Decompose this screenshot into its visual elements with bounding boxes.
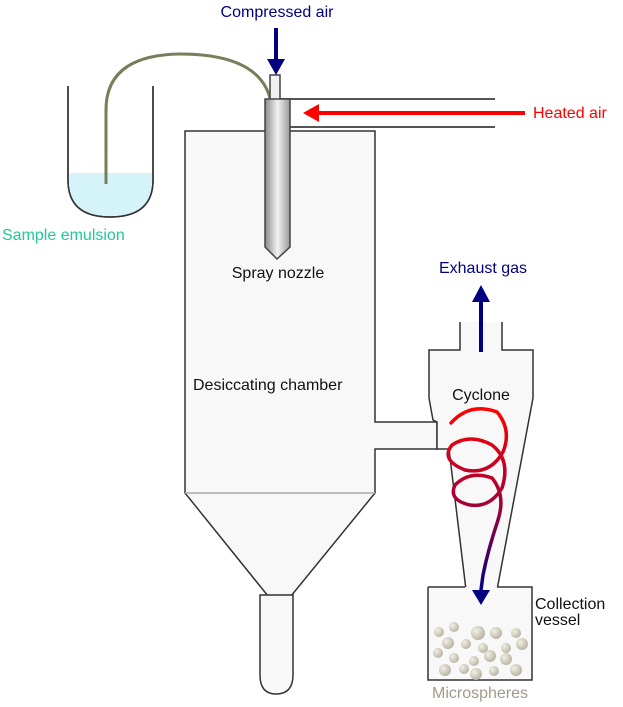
heated-air-duct (280, 98, 495, 128)
label-compressed-air: Compressed air (221, 4, 335, 21)
sample-liquid (69, 173, 152, 216)
label-spray-nozzle: Spray nozzle (232, 265, 325, 282)
cyclone-spiral (446, 407, 509, 592)
label-heated-air: Heated air (533, 105, 607, 122)
cyclone (428, 322, 534, 591)
collection-arrowhead (472, 590, 490, 605)
exhaust-gas-arrow (472, 285, 490, 352)
compressed-air-arrow (267, 28, 285, 75)
chamber-collector (259, 594, 294, 695)
label-microspheres: Microspheres (432, 685, 528, 702)
feed-tube (104, 52, 272, 184)
label-cyclone: Cyclone (452, 387, 510, 404)
label-sample-emulsion: Sample emulsion (2, 227, 125, 244)
label-desiccating-chamber: Desiccating chamber (193, 377, 343, 394)
label-exhaust-gas: Exhaust gas (439, 260, 527, 277)
spray-nozzle (264, 74, 291, 261)
label-collection-vessel-line2: vessel (535, 612, 580, 629)
label-collection-vessel-line1: Collection (535, 596, 605, 613)
microspheres (433, 622, 528, 680)
desiccating-chamber (184, 130, 438, 597)
sample-beaker (67, 86, 154, 218)
heated-air-arrow (303, 104, 525, 122)
